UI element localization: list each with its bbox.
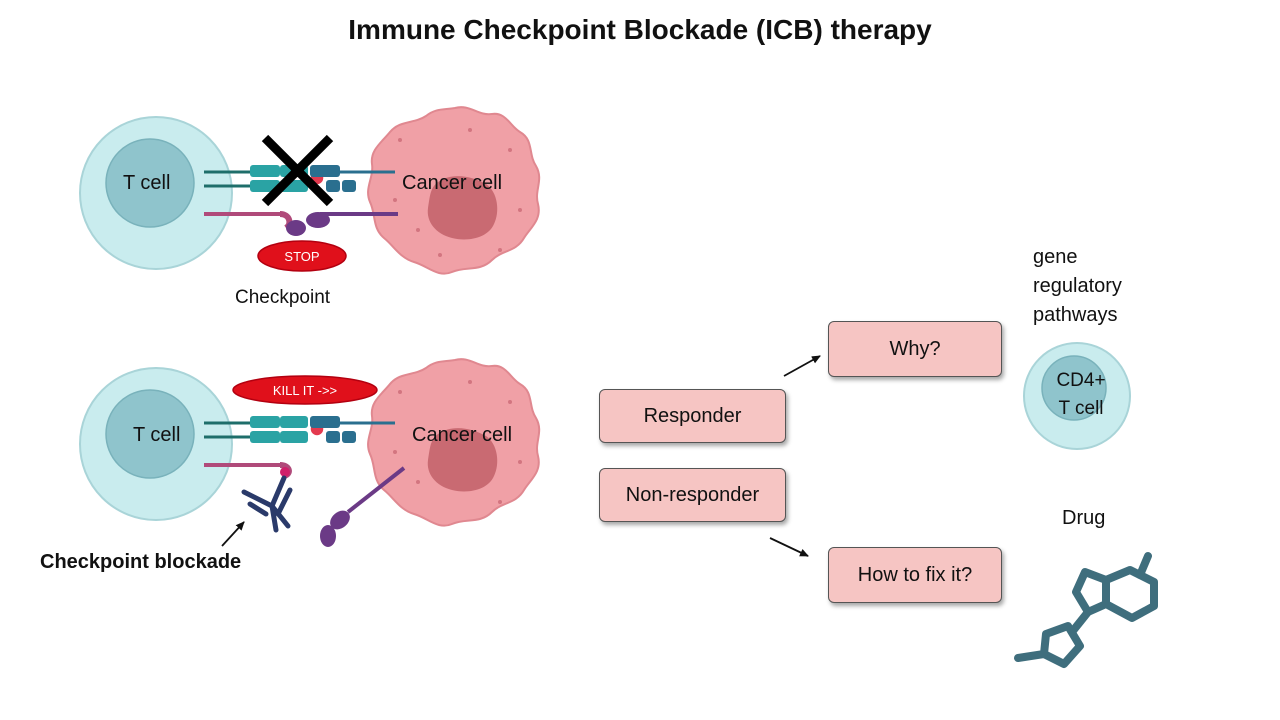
- stop-label: STOP: [284, 249, 319, 264]
- cd4-t-cell: CD4+ T cell: [1023, 342, 1131, 450]
- checkpoint-caption: Checkpoint: [235, 287, 331, 308]
- checkpoint-blockade-caption: Checkpoint blockade: [40, 551, 242, 573]
- stop-badge: STOP: [257, 240, 347, 272]
- how-to-fix-box: How to fix it?: [828, 547, 1002, 603]
- responder-box: Responder: [599, 389, 786, 443]
- cancer-cell-top: [367, 106, 541, 275]
- cancer-cell-bottom-label: Cancer cell: [412, 424, 513, 446]
- why-box: Why?: [828, 321, 1002, 377]
- bottom-panel: KILL IT ->>: [79, 358, 541, 547]
- page-title: Immune Checkpoint Blockade (ICB) therapy: [348, 14, 932, 45]
- tcr-mhc-complex-bottom: [204, 416, 395, 443]
- blocked-x-icon: [261, 134, 334, 207]
- gene-pathways-line1: gene: [1033, 246, 1078, 268]
- cancer-cell-bottom: [367, 358, 541, 527]
- gene-pathways-line3: pathways: [1033, 304, 1118, 326]
- nonresponder-to-fix-arrow: [769, 537, 809, 557]
- checkpoint-ligand-detached: [320, 466, 406, 547]
- responder-to-why-arrow: [783, 355, 821, 377]
- kill-label: KILL IT ->>: [273, 383, 337, 398]
- t-cell-top: [79, 116, 233, 270]
- drug-molecule-icon: [1014, 552, 1158, 668]
- cd4-label-line1: CD4+: [1056, 370, 1105, 391]
- kill-badge: KILL IT ->>: [232, 375, 378, 405]
- t-cell-bottom: [79, 367, 233, 521]
- gene-pathways-line2: regulatory: [1033, 275, 1122, 297]
- drug-label: Drug: [1062, 507, 1106, 529]
- cancer-cell-top-label: Cancer cell: [402, 172, 503, 194]
- antibody-icon: [241, 475, 293, 533]
- t-cell-bottom-label: T cell: [133, 424, 181, 446]
- antibody-pointer-arrow: [221, 521, 245, 547]
- non-responder-box: Non-responder: [599, 468, 786, 522]
- checkpoint-pair-top: [204, 211, 398, 236]
- checkpoint-receptor-bottom: [204, 462, 292, 479]
- top-panel: STOP: [79, 106, 541, 275]
- t-cell-top-label: T cell: [123, 172, 171, 194]
- cd4-label-line2: T cell: [1058, 398, 1103, 419]
